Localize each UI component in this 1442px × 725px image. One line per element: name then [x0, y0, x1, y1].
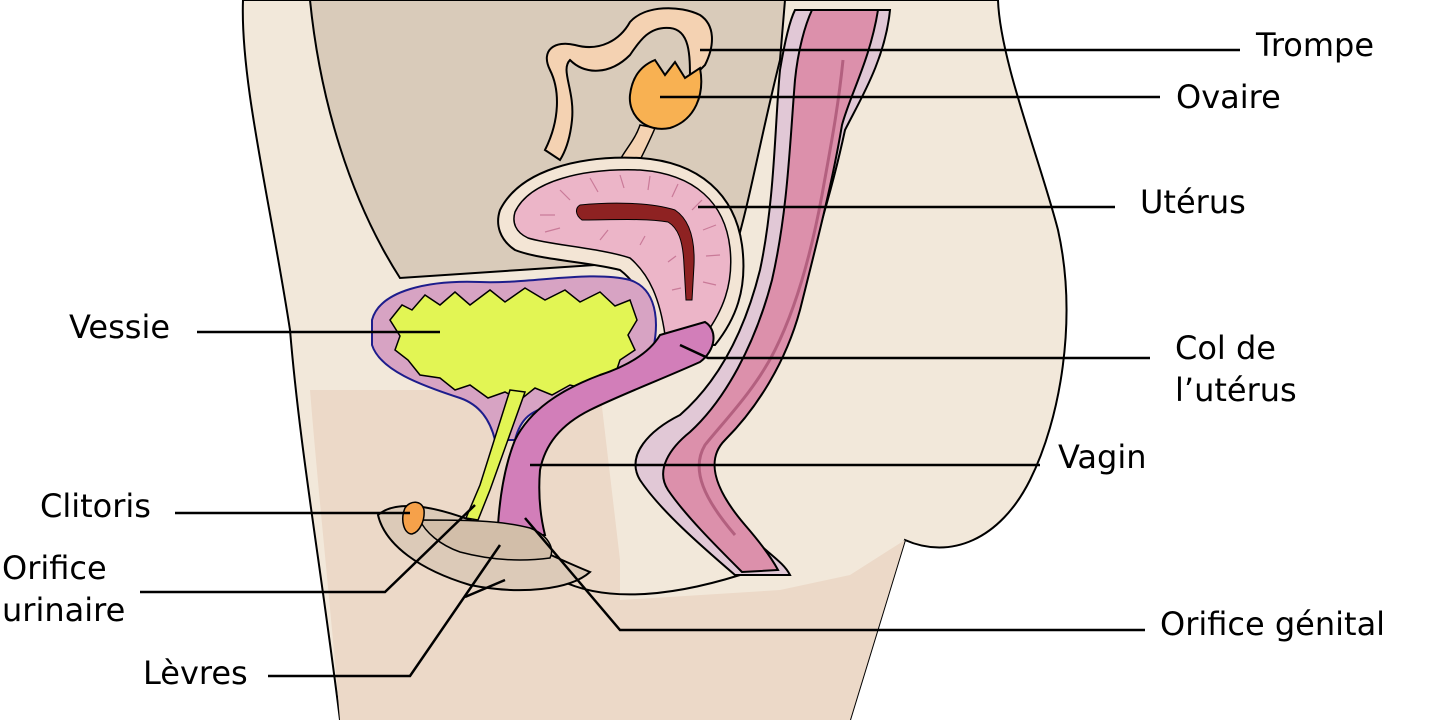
- label-uterus: Utérus: [1140, 183, 1246, 221]
- leader-levres: [268, 544, 502, 678]
- clitoris: [402, 501, 425, 535]
- uterus-striations: [540, 174, 721, 291]
- lower-body-region: [310, 390, 905, 720]
- label-vessie: Vessie: [69, 308, 171, 346]
- label-orifice-genital: Orifice génital: [1160, 605, 1386, 643]
- label-levres: Lèvres: [143, 654, 248, 692]
- leader-lines: [140, 48, 1240, 678]
- leader-orifice-urinaire: [140, 504, 476, 594]
- ovary: [628, 58, 703, 130]
- leader-orifice-genital: [524, 517, 1145, 632]
- label-trompe: Trompe: [1256, 26, 1375, 64]
- label-vagin: Vagin: [1058, 438, 1147, 476]
- label-clitoris: Clitoris: [40, 487, 151, 525]
- uterine-cavity: [576, 202, 695, 301]
- urethra: [464, 389, 527, 521]
- bladder-urine: [389, 287, 638, 401]
- leader-levres-branch: [464, 578, 506, 599]
- labia-minora: [418, 519, 553, 561]
- vagina: [496, 320, 715, 536]
- perineum-floor: [559, 574, 790, 596]
- leader-col: [679, 343, 1150, 360]
- label-col-uterus: Col de l’utérus: [1175, 329, 1297, 409]
- label-orifice-urinaire: Orifice urinaire: [2, 549, 126, 629]
- label-ovaire: Ovaire: [1176, 78, 1281, 116]
